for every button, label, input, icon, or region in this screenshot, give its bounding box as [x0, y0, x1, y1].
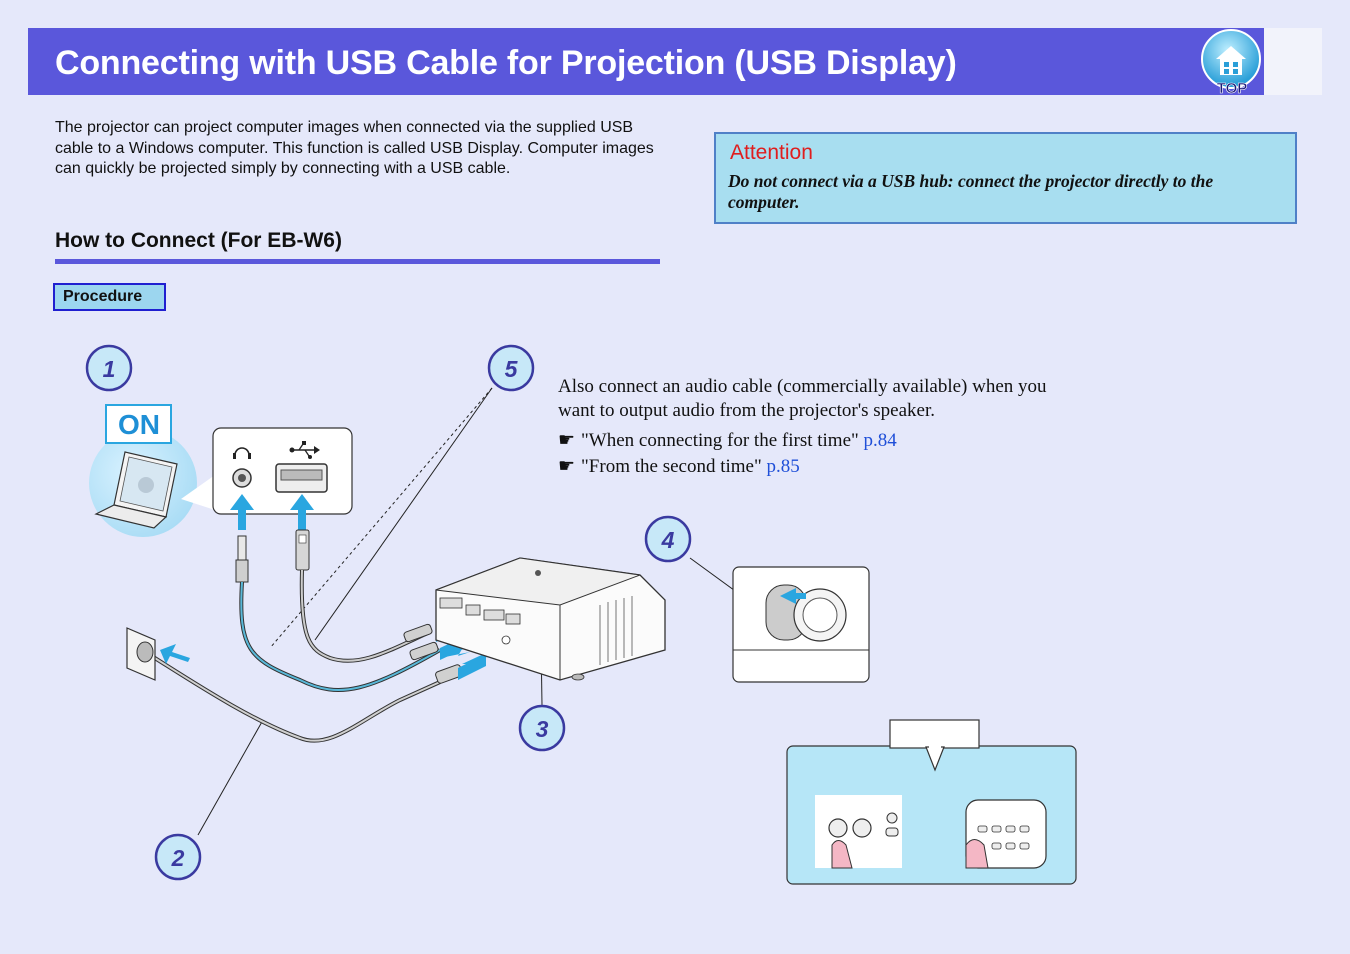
- top-label: TOP: [1217, 80, 1248, 95]
- reference-first-time-link[interactable]: p.84: [863, 430, 897, 451]
- section-divider: [55, 259, 660, 264]
- usb-icon: [289, 441, 320, 459]
- wall-outlet: [126, 627, 156, 681]
- top-button[interactable]: TOP: [1200, 29, 1264, 97]
- section-heading: How to Connect (For EB-W6): [55, 229, 342, 252]
- home-icon: TOP: [1201, 29, 1261, 97]
- header-right-panel: [1264, 28, 1322, 95]
- attention-title: Attention: [730, 141, 813, 164]
- reference-second-time: ☛"From the second time" p.85: [558, 455, 1078, 479]
- reference-second-time-link[interactable]: p.85: [766, 456, 800, 477]
- procedure-badge: Procedure: [53, 283, 166, 311]
- step-5-marker: 5: [487, 344, 535, 392]
- power-button-panel: [786, 719, 1077, 885]
- attention-text: Do not connect via a USB hub: connect th…: [728, 171, 1214, 212]
- step-3-marker: 3: [518, 704, 566, 752]
- pointing-hand-icon: ☛: [558, 456, 576, 477]
- svg-text:2: 2: [171, 845, 185, 871]
- svg-text:3: 3: [536, 716, 549, 742]
- on-label: ON: [118, 409, 160, 440]
- svg-text:4: 4: [661, 527, 675, 553]
- step-1-marker: 1: [85, 344, 133, 392]
- svg-text:1: 1: [103, 356, 116, 382]
- reference-second-time-label: "From the second time": [581, 456, 767, 477]
- audio-note: Also connect an audio cable (commerciall…: [558, 375, 1078, 479]
- intro-paragraph: The projector can project computer image…: [55, 119, 654, 177]
- audio-note-text: Also connect an audio cable (commerciall…: [558, 376, 1047, 421]
- header-bar: [28, 28, 1264, 95]
- step-2-marker: 2: [154, 833, 202, 881]
- page-title: Connecting with USB Cable for Projection…: [55, 44, 957, 82]
- computer-port-panel: [212, 427, 353, 515]
- svg-text:5: 5: [505, 356, 519, 382]
- projector-illustration: [435, 557, 666, 681]
- laptop-illustration: [89, 429, 215, 537]
- lens-cover-closeup: [732, 566, 870, 683]
- reference-first-time-label: "When connecting for the first time": [581, 430, 864, 451]
- reference-first-time: ☛"When connecting for the first time" p.…: [558, 429, 1078, 453]
- pointing-hand-icon: ☛: [558, 430, 576, 451]
- step-4-marker: 4: [644, 515, 692, 563]
- headphone-icon: [233, 447, 251, 459]
- attention-box: Attention Do not connect via a USB hub: …: [714, 132, 1297, 224]
